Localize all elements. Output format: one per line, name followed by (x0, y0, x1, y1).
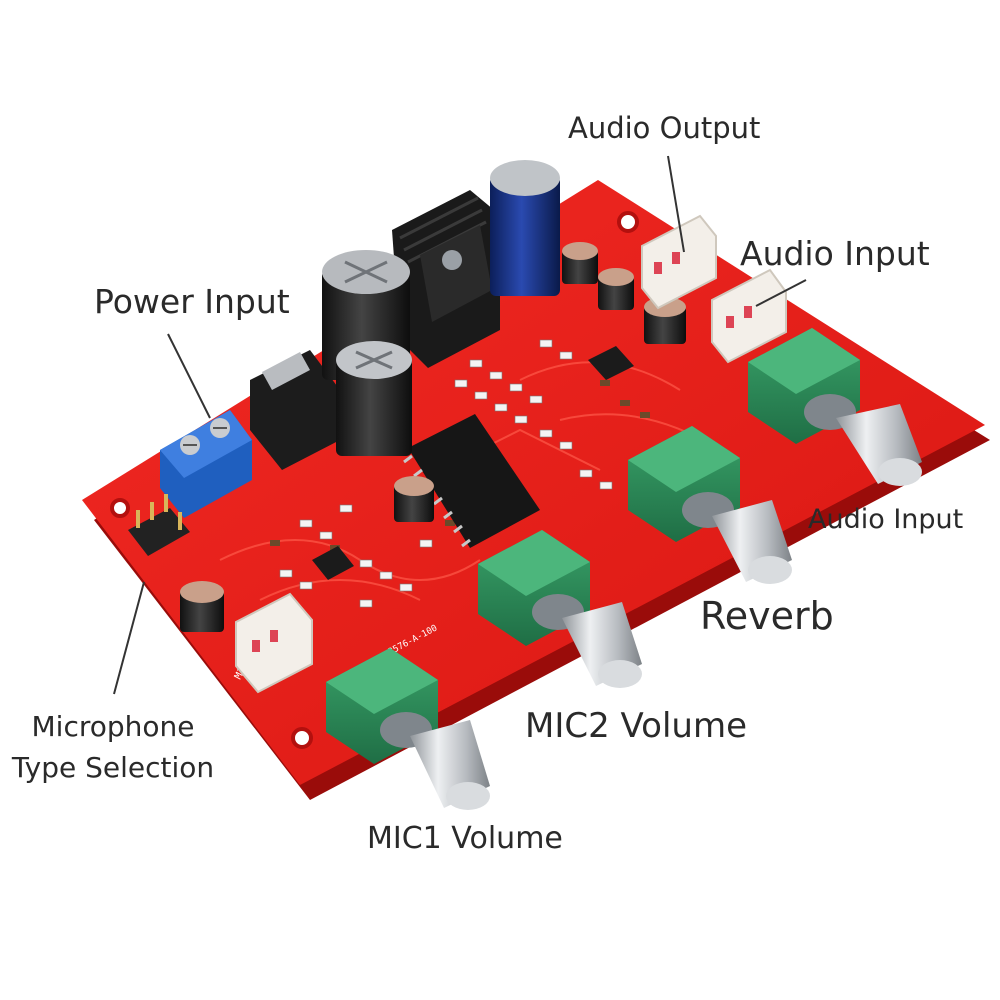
capacitor-large-2 (336, 341, 412, 456)
mic-type-jumper (128, 494, 190, 556)
pot-mic2-volume (478, 530, 642, 688)
opamp-ic-right (588, 346, 634, 380)
mic-input-connector (235, 592, 313, 694)
capacitor-blue (490, 160, 560, 296)
pot-reverb (628, 426, 792, 584)
reverb-label: Reverb (700, 594, 834, 638)
audio-output-label: Audio Output (568, 111, 761, 145)
mic-type-selection-label: Microphone Type Selection (8, 706, 218, 788)
voltage-regulator (250, 350, 340, 470)
audio-input-connector (711, 268, 787, 364)
heatsink (392, 190, 500, 368)
mic-type-line1: Microphone (31, 710, 195, 743)
capacitor-small-group (180, 242, 686, 632)
mic-type-line2: Type Selection (11, 751, 215, 784)
pot-mic1-volume (326, 648, 490, 810)
mic2-volume-label: MIC2 Volume (525, 706, 747, 746)
audio-input-knob-label: Audio Input (808, 504, 964, 535)
power-terminal (160, 410, 252, 518)
audio-input-label: Audio Input (740, 234, 930, 273)
opamp-ic-left (312, 546, 354, 580)
pot-audio-input (748, 328, 922, 486)
audio-output-connector (641, 214, 717, 310)
callout-lines (113, 155, 807, 695)
mic1-volume-label: MIC1 Volume (367, 821, 563, 856)
power-input-label: Power Input (94, 282, 290, 321)
